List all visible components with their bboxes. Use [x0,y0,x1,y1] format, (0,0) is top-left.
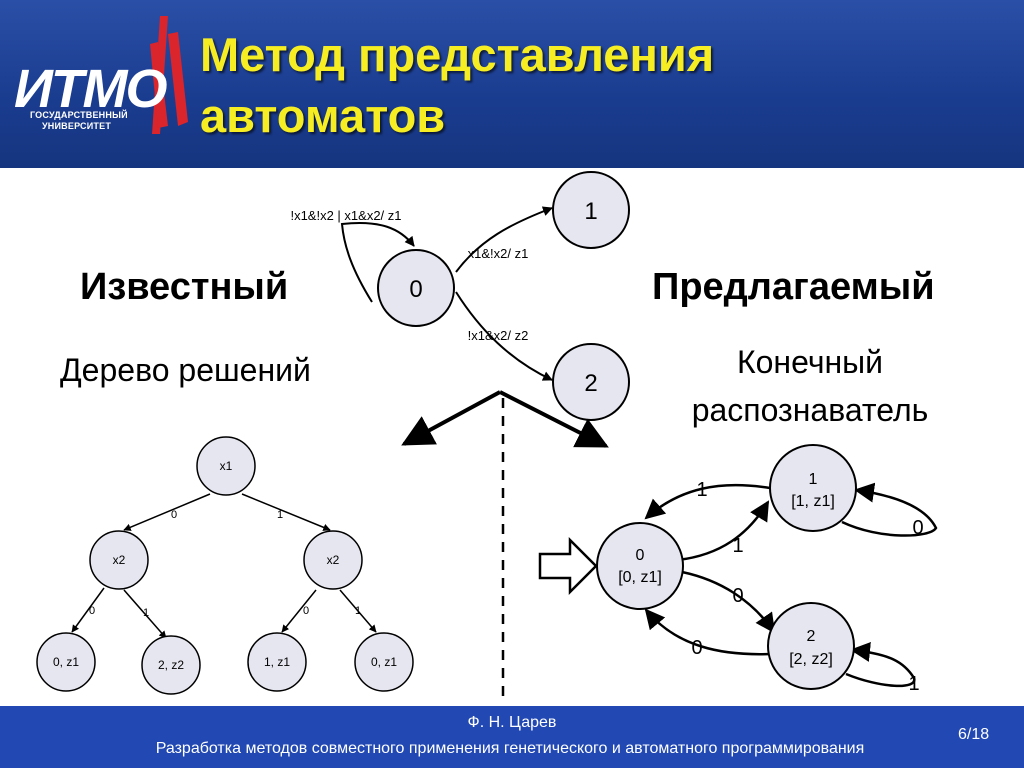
recognizer-state-0 [596,522,684,610]
loop-2 [845,641,916,688]
recognizer-state-1-line-1: 1 [809,471,818,488]
recognizer-state-2 [767,602,855,690]
split-arrows [401,390,609,704]
tree-edge-label: 0 [303,605,309,617]
edge-0-to-1 [677,500,770,562]
tree-node-right-label: x2 [327,553,340,567]
title-line-2: автоматов [200,89,446,142]
recognizer-state-0-line-1: 0 [636,547,645,564]
slide-title: Метод представления автоматов [200,24,1000,146]
edge-0-to-2 [455,291,553,381]
tree-node-left [89,530,149,590]
title-line-1: Метод представления [200,28,715,81]
tree-node-left-label: x2 [113,553,126,567]
recognizer-automaton: 1 1 0 0 0 1 0 [0, z1] 1 [1, z1] 2 [2, z2… [538,444,938,695]
diagram-canvas: !x1&!x2 | x1&x2/ z1 x1&!x2/ z1 !x1&x2/ z… [36,171,938,704]
tree-leaf-label: 0, z1 [53,655,79,669]
recognizer-state-0-line-2: [0, z1] [618,569,662,586]
tree-edge [71,587,105,633]
edge-0-to-1-label: 1 [732,535,743,557]
logo-subtitle-1: ГОСУДАРСТВЕННЫЙ [30,110,128,120]
tree-edge [241,493,331,531]
logo-text: ИТМО [14,59,167,119]
split-arrow-right [499,390,609,448]
tree-edge-label: 0 [89,605,95,617]
recognizer-label-line-2: распознаватель [691,392,929,428]
tree-node-root-label: x1 [220,459,233,473]
tree-edge [339,589,377,633]
recognizer-label-line-1: Конечный [736,344,884,380]
page-number: 6/18 [958,726,990,743]
loop-1-label: 0 [912,517,923,539]
slide-header [0,0,1024,168]
tree-leaf [247,632,307,692]
edge-0-to-2 [681,570,776,634]
loop-2-label: 1 [908,673,919,695]
logo-subtitle-2: УНИВЕРСИТЕТ [42,121,112,131]
edge-0-to-2-label: 0 [732,585,743,607]
recognizer-state-2-line-1: 2 [807,628,816,645]
edge-1-to-0-label: 1 [696,479,707,501]
footer-talk-title: Разработка методов совместного применени… [155,740,865,757]
tree-leaf [141,635,201,695]
slide-footer [0,706,1024,768]
footer-author: Ф. Н. Царев [467,714,557,731]
tree-leaf [354,632,414,692]
tree-node-right [303,530,363,590]
decision-tree-label: Дерево решений [60,352,311,388]
logo-red-stripes-icon [150,16,188,134]
recognizer-state-1-line-2: [1, z1] [791,493,835,510]
state-2-label: 2 [584,370,597,397]
itmo-logo [150,16,188,134]
decision-tree: 0 1 0 1 0 1 x1 x2 x2 0, z1 2, z2 1, z1 0… [36,436,414,695]
tree-edge-label: 1 [355,605,361,617]
known-heading: Известный [80,266,289,308]
split-arrow-left [401,390,501,446]
tree-edge [281,589,317,633]
edge-0-to-2-label: !x1&x2/ z2 [468,328,529,343]
state-0-label: 0 [409,276,422,303]
recognizer-state-2-line-2: [2, z2] [789,651,833,668]
loop-1 [841,482,938,537]
start-arrow-icon [538,536,598,596]
proposed-heading: Предлагаемый [652,266,935,308]
tree-leaf [36,632,96,692]
top-automaton: !x1&!x2 | x1&x2/ z1 x1&!x2/ z1 !x1&x2/ z… [290,171,630,421]
state-1-label: 1 [584,198,597,225]
tree-edge-label: 0 [171,509,177,521]
tree-edge [123,589,167,639]
tree-edge-label: 1 [143,607,149,619]
recognizer-state-1 [769,444,857,532]
state-1-node [552,171,630,249]
tree-node-root [196,436,256,496]
tree-leaf-label: 1, z1 [264,655,290,669]
edge-2-to-0 [644,608,773,656]
tree-edge-label: 1 [277,509,283,521]
tree-leaf-label: 2, z2 [158,658,184,672]
edge-0-to-1-label: x1&!x2/ z1 [468,246,529,261]
recognizer-label: Конечный распознаватель [660,338,960,434]
edge-1-to-0 [644,483,771,520]
state-0-node [377,249,455,327]
edge-0-to-1 [455,206,553,273]
tree-leaf-label: 0, z1 [371,655,397,669]
self-loop-label: !x1&!x2 | x1&x2/ z1 [290,208,401,223]
edge-2-to-0-label: 0 [691,637,702,659]
self-loop-edge [340,222,415,303]
tree-edge [123,493,211,531]
